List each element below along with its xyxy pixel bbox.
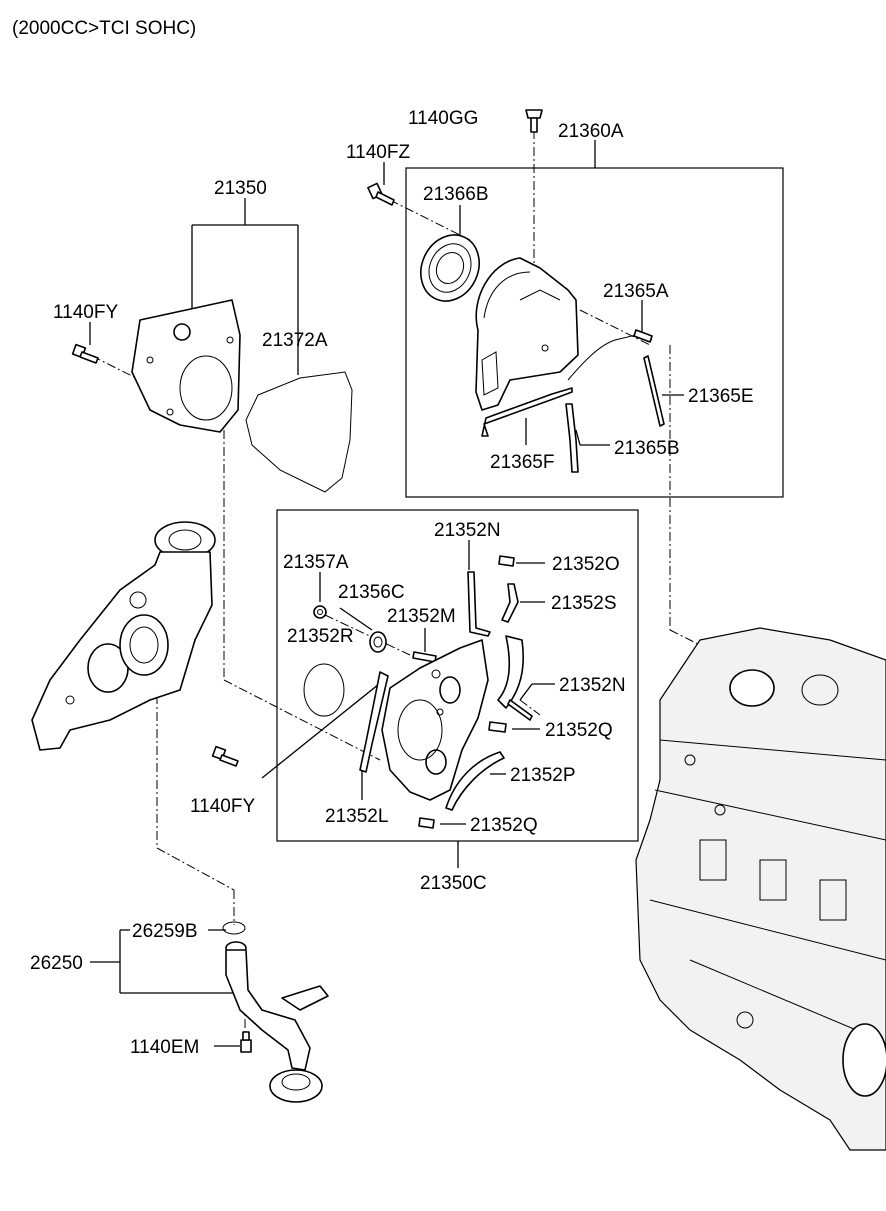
label-21352S: 21352S [551, 593, 617, 614]
bolt-1140FY-top-icon [71, 343, 99, 364]
lower-timing-cover-21350C-icon [381, 639, 489, 801]
label-26250: 26250 [30, 953, 83, 974]
box-21360A [405, 167, 784, 498]
label-21366B: 21366B [423, 184, 489, 205]
label-21350C: 21350C [420, 873, 487, 894]
timing-cover-21350-icon [131, 299, 241, 433]
part-labels: 1140GG 21360A 1140FZ 21366B 21365A 21365… [30, 108, 754, 1058]
label-21357A: 21357A [283, 552, 349, 573]
alignment-dashed-lines [91, 130, 721, 1040]
leader-lines [89, 140, 684, 1047]
gasket-21352L-icon [359, 671, 389, 773]
seal-21356C-icon [369, 631, 387, 653]
label-21365E: 21365E [688, 386, 754, 407]
bolt-1140FZ-icon [367, 182, 395, 206]
label-21352O: 21352O [552, 554, 620, 575]
diagram-title: (2000CC>TCI SOHC) [12, 18, 196, 39]
label-1140EM: 1140EM [130, 1037, 199, 1058]
label-21356C: 21356C [338, 582, 405, 603]
label-21352M: 21352M [387, 606, 456, 627]
gasket-21365B-icon [565, 403, 579, 473]
bolt-1140EM-icon [240, 1031, 252, 1053]
label-21365F: 21365F [490, 452, 554, 473]
label-21352Q-bottom: 21352Q [470, 815, 538, 836]
label-1140GG: 1140GG [408, 108, 478, 129]
gasket-21352N-top-icon [467, 571, 491, 637]
seal-21357A-icon [313, 605, 327, 619]
label-21350: 21350 [214, 178, 267, 199]
label-21360A: 21360A [558, 121, 624, 142]
upper-timing-cover-21360A-icon [475, 257, 579, 411]
engine-block-icon [635, 627, 886, 1151]
gasket-21352O-icon [498, 555, 515, 567]
oring-26259B-icon [222, 921, 246, 935]
gasket-21365A-icon [567, 329, 653, 381]
gasket-21372A-icon [245, 371, 353, 493]
label-21352P: 21352P [510, 765, 576, 786]
label-21372A: 21372A [262, 330, 328, 351]
oil-pump-housing-icon [31, 521, 216, 751]
label-1140FZ: 1140FZ [346, 142, 410, 163]
label-1140FY-bottom: 1140FY [190, 796, 255, 817]
gasket-21365F-icon [481, 387, 573, 437]
label-26259B: 26259B [132, 921, 198, 942]
label-21352L: 21352L [325, 806, 388, 827]
gasket-21352S-icon [501, 583, 519, 623]
gasket-21352Q-bot-icon [418, 817, 435, 829]
gasket-21352N-mid-icon [507, 699, 533, 721]
label-21352N-top: 21352N [434, 520, 501, 541]
label-21352Q-mid: 21352Q [545, 720, 613, 741]
label-1140FY-top: 1140FY [53, 302, 118, 323]
gasket-21352M-icon [412, 651, 437, 663]
gasket-21365E-icon [643, 355, 665, 427]
label-21352N-mid: 21352N [559, 675, 626, 696]
gasket-21352Q-mid-icon [488, 721, 507, 733]
gasket-21352-arc-icon [497, 635, 525, 709]
bolt-1140GG-icon [525, 109, 543, 133]
oring-21352R-icon [303, 663, 345, 717]
oil-strainer-26250-icon [225, 941, 329, 1103]
label-21365A: 21365A [603, 281, 669, 302]
gasket-21352P-icon [445, 751, 505, 811]
label-21365B: 21365B [614, 438, 680, 459]
label-21352R: 21352R [287, 626, 354, 647]
seal-21366B-icon [420, 234, 480, 302]
bolt-1140FY-bottom-icon [211, 745, 239, 767]
